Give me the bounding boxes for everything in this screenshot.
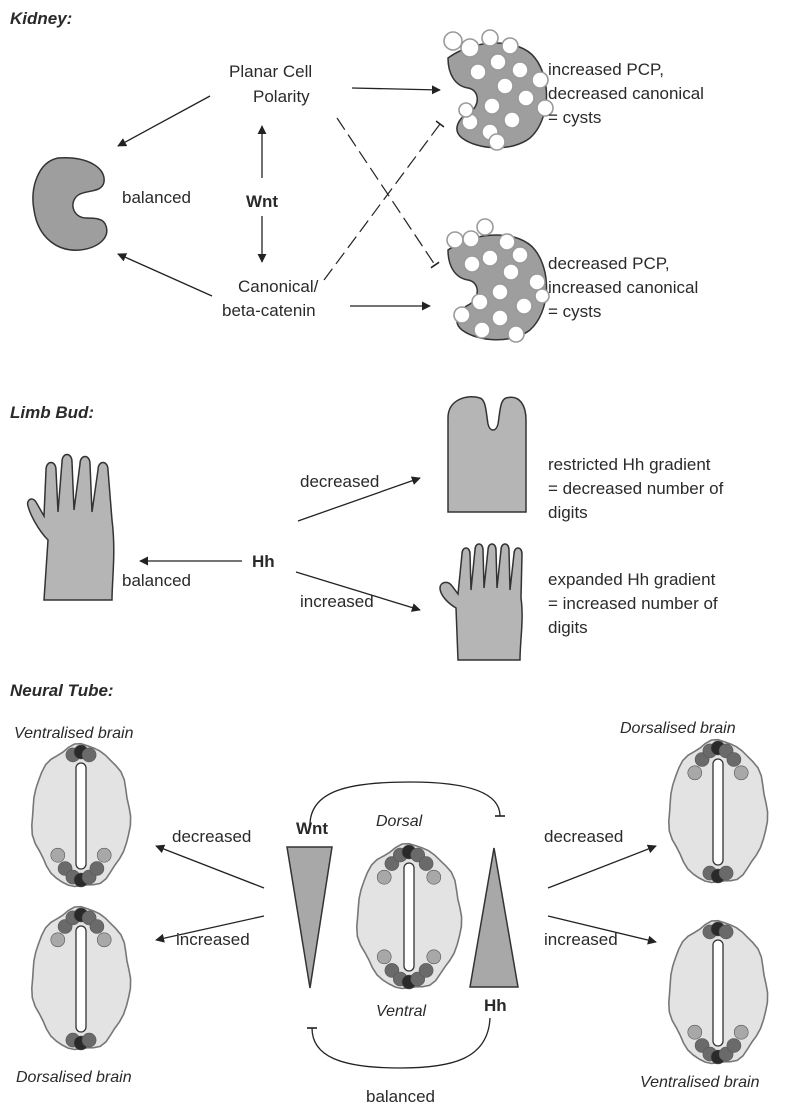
pcp-label-line2: Polarity bbox=[253, 87, 310, 106]
kidney-section: Kidney: balanced Planar Cell Polarity Wn… bbox=[10, 9, 704, 342]
limb-balanced-label: balanced bbox=[122, 571, 191, 590]
dorsal-label: Dorsal bbox=[376, 813, 423, 830]
neural-tube-section: Neural Tube: Ventralised brain Dorsalise… bbox=[10, 681, 768, 1106]
wnt-gradient-triangle bbox=[287, 847, 332, 988]
cyst-bottom-line1: decreased PCP, bbox=[548, 254, 670, 273]
morphogen-dot bbox=[377, 870, 391, 884]
morphogen-dot bbox=[377, 950, 391, 964]
kidney-title: Kidney: bbox=[10, 9, 72, 28]
right-decreased-label: decreased bbox=[544, 827, 623, 846]
morphogen-dot bbox=[51, 933, 65, 947]
morphogen-dot bbox=[419, 963, 433, 977]
tube-right-bottom bbox=[669, 921, 768, 1064]
limb-decreased-label: decreased bbox=[300, 472, 379, 491]
limb-top-line1: restricted Hh gradient bbox=[548, 455, 711, 474]
morphogen-dot bbox=[727, 1039, 741, 1053]
morphogen-dot bbox=[90, 920, 104, 934]
left-top-ventralised-label: Ventralised brain bbox=[14, 725, 134, 742]
morphogen-dot bbox=[427, 870, 441, 884]
morphogen-dot bbox=[90, 862, 104, 876]
reduced-digit-limb bbox=[448, 397, 526, 512]
tube-lumen bbox=[76, 926, 86, 1032]
balanced-kidney bbox=[33, 158, 107, 250]
morphogen-dot bbox=[727, 753, 741, 767]
canonical-label-line1: Canonical/ bbox=[238, 277, 319, 296]
cystic-kidney-top bbox=[444, 30, 553, 150]
morphogen-dot bbox=[688, 766, 702, 780]
tube-lumen bbox=[404, 863, 414, 971]
morphogen-dot bbox=[97, 848, 111, 862]
left-decreased-label: decreased bbox=[172, 827, 251, 846]
limb-bottom-line2: = increased number of bbox=[548, 594, 718, 613]
morphogen-dot bbox=[688, 1025, 702, 1039]
cyst-bottom-line3: = cysts bbox=[548, 302, 601, 321]
tube-left-bottom bbox=[32, 907, 131, 1050]
tube-lumen bbox=[713, 940, 723, 1046]
neural-wnt-label: Wnt bbox=[296, 819, 328, 838]
limb-bottom-line3: digits bbox=[548, 618, 588, 637]
morphogen-dot bbox=[51, 848, 65, 862]
left-bottom-dorsalised-label: Dorsalised brain bbox=[16, 1069, 132, 1086]
pcp-to-cyst-arrow bbox=[352, 88, 440, 90]
cyst-bottom-line2: increased canonical bbox=[548, 278, 698, 297]
right-top-dorsalised-label: Dorsalised brain bbox=[620, 720, 736, 737]
limb-bottom-line1: expanded Hh gradient bbox=[548, 570, 716, 589]
limb-hh-label: Hh bbox=[252, 552, 275, 571]
cyst-top-line3: = cysts bbox=[548, 108, 601, 127]
cyst-top-line1: increased PCP, bbox=[548, 60, 664, 79]
hh-inhibits-wnt-curve bbox=[312, 1018, 490, 1068]
balanced-hand bbox=[28, 455, 114, 601]
limb-top-line2: = decreased number of bbox=[548, 479, 724, 498]
hh-gradient-triangle bbox=[470, 848, 518, 987]
ventral-label: Ventral bbox=[376, 1003, 427, 1020]
cystic-kidney-bottom bbox=[447, 219, 549, 342]
morphogen-dot bbox=[734, 1025, 748, 1039]
neural-balanced-label: balanced bbox=[366, 1087, 435, 1106]
canonical-to-balanced-arrow bbox=[118, 254, 212, 296]
morphogen-dot bbox=[719, 866, 733, 880]
right-increased-label: increased bbox=[544, 930, 618, 949]
tube-lumen bbox=[76, 763, 86, 869]
tube-right-top bbox=[669, 740, 768, 883]
morphogen-dot bbox=[82, 1033, 96, 1047]
limb-top-line3: digits bbox=[548, 503, 588, 522]
limb-bud-section: Limb Bud: balanced Hh decreased increase… bbox=[10, 397, 724, 660]
neural-hh-label: Hh bbox=[484, 996, 507, 1015]
morphogen-dot bbox=[82, 748, 96, 762]
pcp-label-line1: Planar Cell bbox=[229, 62, 312, 81]
canonical-inhibits-pcp-cyst bbox=[324, 124, 440, 280]
pcp-to-balanced-arrow bbox=[118, 96, 210, 146]
kidney-balanced-label: balanced bbox=[122, 188, 191, 207]
right-bottom-ventralised-label: Ventralised brain bbox=[640, 1074, 760, 1091]
morphogen-dot bbox=[419, 857, 433, 871]
extra-digit-hand bbox=[440, 544, 522, 660]
morphogen-dot bbox=[427, 950, 441, 964]
morphogen-dot bbox=[734, 766, 748, 780]
morphogen-dot bbox=[719, 925, 733, 939]
left-decreased-arrow bbox=[156, 846, 264, 888]
limb-bud-title: Limb Bud: bbox=[10, 403, 94, 422]
canonical-label-line2: beta-catenin bbox=[222, 301, 316, 320]
tube-left-top bbox=[32, 744, 131, 887]
limb-increased-label: increased bbox=[300, 592, 374, 611]
cyst-top-line2: decreased canonical bbox=[548, 84, 704, 103]
right-decreased-arrow bbox=[548, 846, 656, 888]
tube-lumen bbox=[713, 759, 723, 865]
neural-tube-title: Neural Tube: bbox=[10, 681, 114, 700]
morphogen-dot bbox=[97, 933, 111, 947]
tube-center bbox=[357, 844, 462, 989]
kidney-wnt-label: Wnt bbox=[246, 192, 278, 211]
